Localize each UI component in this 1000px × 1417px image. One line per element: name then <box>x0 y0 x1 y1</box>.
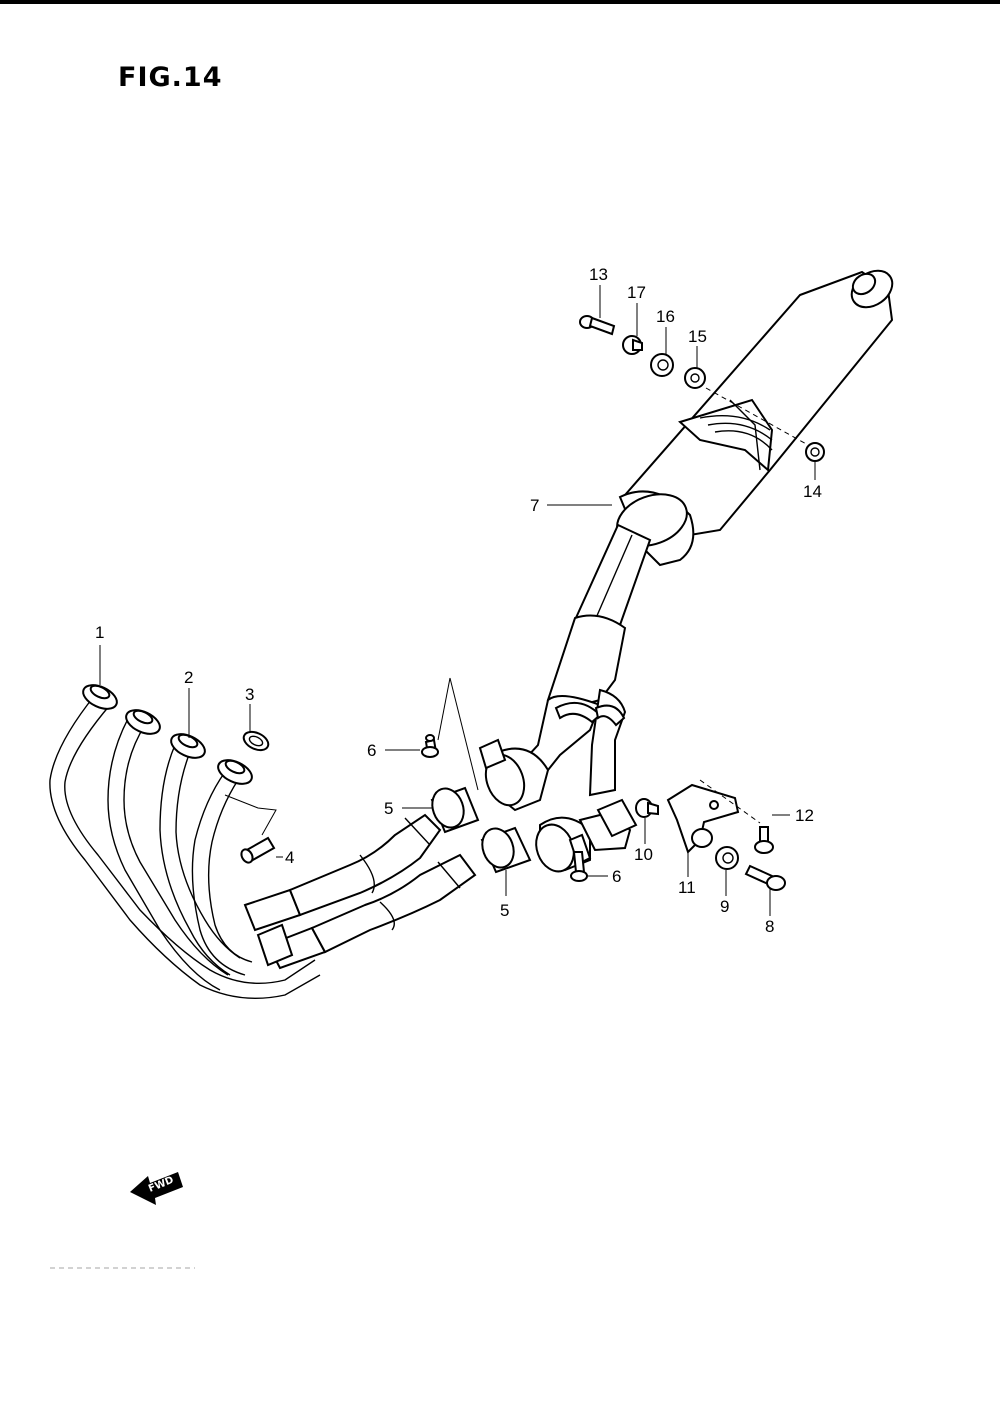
callout-16: 16 <box>656 307 675 326</box>
callout-13: 13 <box>589 265 608 284</box>
cushion-9[interactable] <box>715 846 739 870</box>
joint-gasket-5-lower[interactable] <box>477 824 532 874</box>
callout-14: 14 <box>803 482 822 501</box>
collar-10[interactable] <box>635 798 659 818</box>
callout-15: 15 <box>688 327 707 346</box>
muffler-mid-pipe <box>573 523 652 627</box>
lower-joint-clamp[interactable] <box>530 798 638 877</box>
washer-15[interactable] <box>684 367 706 389</box>
callout-10: 10 <box>634 845 653 864</box>
callout-5-lower: 5 <box>500 901 509 920</box>
callout-9: 9 <box>720 897 729 916</box>
cushion-16[interactable] <box>650 353 674 377</box>
muffler-bracket-11[interactable] <box>666 783 740 854</box>
callout-17: 17 <box>627 283 646 302</box>
upper-joint-clamp[interactable] <box>478 738 550 812</box>
callout-11: 11 <box>678 878 696 897</box>
callout-3: 3 <box>245 685 254 704</box>
exhaust-header-pipes[interactable] <box>49 680 477 999</box>
mounting-bolt-8[interactable] <box>744 864 786 891</box>
callout-5-upper: 5 <box>384 799 393 818</box>
callout-1: 1 <box>95 623 104 642</box>
nut-14[interactable] <box>805 442 825 462</box>
callout-4: 4 <box>285 848 294 867</box>
callout-7: 7 <box>530 496 539 515</box>
callout-12: 12 <box>795 806 814 825</box>
stud-bolt-4[interactable] <box>239 836 276 865</box>
mid-pipe-sleeve <box>546 614 627 710</box>
muffler-assembly[interactable] <box>513 263 899 797</box>
clamp-bolt-6-lower[interactable] <box>570 851 588 882</box>
bracket-box <box>596 798 638 838</box>
callout-6-upper: 6 <box>367 741 376 760</box>
top-border-rule <box>0 0 1000 4</box>
callout-2: 2 <box>184 668 193 687</box>
bracket-bolt-12[interactable] <box>754 826 774 854</box>
joint-gasket-5-upper[interactable] <box>427 784 480 834</box>
callout-6-lower: 6 <box>612 867 621 886</box>
callout-leaders <box>99 285 816 916</box>
figure-title: FIG.14 <box>118 62 223 93</box>
muffler-bolt-13[interactable] <box>579 315 616 336</box>
forward-arrow-icon: FWD <box>130 1172 183 1205</box>
collar-17[interactable] <box>622 335 643 355</box>
gasket-3[interactable] <box>241 728 271 753</box>
callout-8: 8 <box>765 917 774 936</box>
collector-lower <box>310 853 477 954</box>
clamp-bolt-6-upper[interactable] <box>421 734 439 758</box>
